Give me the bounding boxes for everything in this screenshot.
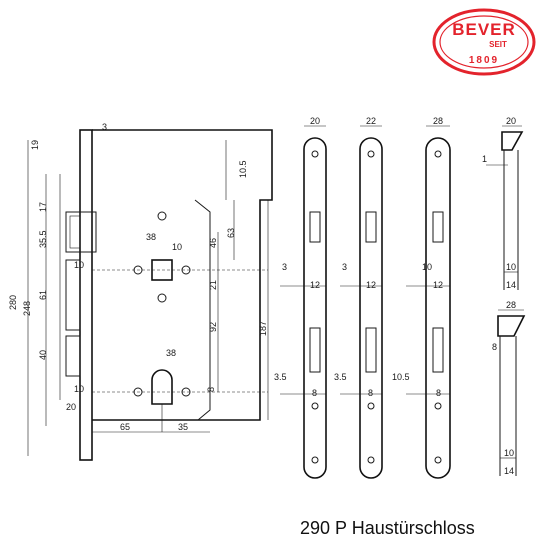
fp20-side-top: 3: [282, 262, 287, 272]
dim-10-top: 10: [172, 242, 182, 252]
dim-top-3: 3: [102, 122, 107, 132]
fp20-width: 20: [310, 116, 320, 126]
sv-top-d2: 14: [506, 280, 516, 290]
dim-10-latch: 10: [74, 260, 84, 270]
logo-year: 1809: [469, 55, 499, 66]
dim-92: 92: [208, 322, 218, 332]
dim-38-top: 38: [146, 232, 156, 242]
logo-ellipse-outer: [432, 8, 536, 76]
logo-ellipse-inner: [439, 15, 529, 69]
faceplate-28: 28 10 12 10.5 8: [392, 116, 451, 479]
lock-case: [92, 129, 273, 421]
screw-hole: [157, 211, 167, 221]
dim-21: 21: [208, 280, 218, 290]
sv-top-d1: 10: [506, 262, 516, 272]
forend-plate: [79, 129, 93, 461]
dim-46: 46: [208, 238, 218, 248]
dead-bolt: [65, 259, 81, 331]
logo-brand: BEVER: [452, 20, 516, 39]
logo-since: SEIT: [489, 40, 507, 49]
lower-bolt: [65, 335, 81, 377]
sv-bot-d0: 8: [492, 342, 497, 352]
sv-bot-d2: 14: [504, 466, 514, 476]
dim-65: 65: [120, 422, 130, 432]
fp22-bolt: 12: [366, 280, 376, 290]
dim-8: 8: [206, 387, 216, 392]
dim-17: 17: [38, 202, 48, 212]
fp22-low: 8: [368, 388, 373, 398]
faceplate-22: 22 3 12 3.5 8: [334, 116, 383, 479]
cylinder-hole: [151, 369, 173, 405]
fp28-width: 28: [433, 116, 443, 126]
side-view-top: 20 1 10 14: [482, 116, 524, 290]
fp28-bolt: 12: [433, 280, 443, 290]
dim-10-5: 10.5: [238, 160, 248, 178]
dim-248: 248: [22, 301, 32, 316]
dim-280: 280: [8, 295, 18, 310]
main-lock-view: 3 19 280 248 17 35.5 61 40 10 20 10 10.5…: [8, 122, 273, 461]
fp28-side-top: 10: [422, 262, 432, 272]
dim-61: 61: [38, 290, 48, 300]
dim-40: 40: [38, 350, 48, 360]
dim-35-5: 35.5: [38, 230, 48, 248]
sv-bot-d1: 10: [504, 448, 514, 458]
dim-187: 187: [258, 321, 268, 336]
screw-hole: [157, 293, 167, 303]
product-caption: 290 P Haustürschloss: [300, 518, 475, 538]
fp20-bolt: 12: [310, 280, 320, 290]
fp28-side-low: 10.5: [392, 372, 410, 382]
dim-35-bottom: 35: [178, 422, 188, 432]
fp20-low: 8: [312, 388, 317, 398]
fp28-low: 8: [436, 388, 441, 398]
side-view-bottom: 28 8 10 14: [492, 300, 526, 476]
sv-top-offset: 1: [482, 154, 487, 164]
faceplate-20: 20 3 12 3.5 8: [274, 116, 327, 479]
sv-top-width: 20: [506, 116, 516, 126]
bever-logo: BEVER SEIT 1809: [432, 8, 536, 76]
sv-bot-width: 28: [506, 300, 516, 310]
fp22-side-top: 3: [342, 262, 347, 272]
dim-20-left: 20: [66, 402, 76, 412]
dim-63: 63: [226, 228, 236, 238]
fp22-side-low: 3.5: [334, 372, 347, 382]
dim-top-19: 19: [30, 140, 40, 150]
fp20-side-low: 3.5: [274, 372, 287, 382]
dim-38-bottom: 38: [166, 348, 176, 358]
fp22-width: 22: [366, 116, 376, 126]
dim-10-left: 10: [74, 384, 84, 394]
latch-bolt: [65, 211, 97, 253]
